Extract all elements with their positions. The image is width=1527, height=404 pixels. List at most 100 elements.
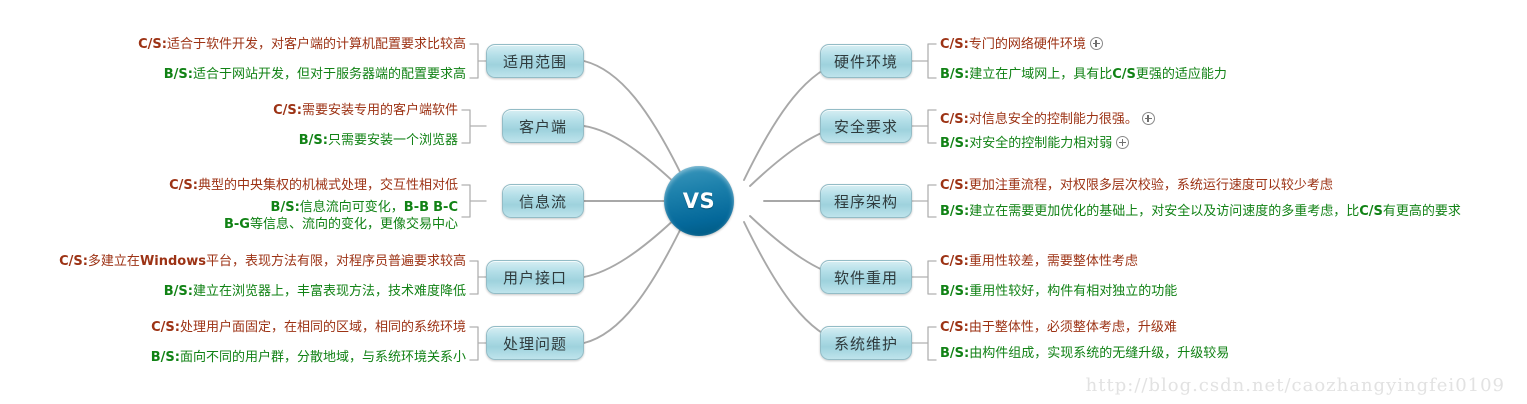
branch-node-scope[interactable]: 适用范围 (486, 44, 584, 78)
leaf-body: 只需要安装一个浏览器 (327, 133, 458, 148)
branch-label-problem: 处理问题 (502, 334, 567, 353)
leaf-tag: C/S: (940, 254, 969, 269)
bracket-right-hardware (911, 43, 937, 79)
bracket-left-scope (469, 43, 487, 79)
branch-label-reuse: 软件重用 (833, 268, 898, 287)
branch-node-problem[interactable]: 处理问题 (486, 326, 584, 360)
branch-node-reuse[interactable]: 软件重用 (820, 260, 912, 294)
expand-plus-icon[interactable] (1141, 112, 1155, 125)
branch-label-infoflow: 信息流 (518, 192, 567, 211)
leaf-line: C/S:处理用户面固定，在相同的区域，相同的系统环境 (151, 319, 466, 336)
watermark-text: http://blog.csdn.net/caozhangyingfei0109 (1085, 375, 1505, 396)
leaf-body: 对信息安全的控制能力很强。 (968, 112, 1138, 127)
branch-label-maintenance: 系统维护 (833, 334, 898, 353)
leaf-line: C/S:专门的网络硬件环境 (940, 36, 1103, 53)
leaf-ui-cs[interactable]: C/S:多建立在Windows平台，表现方法有限，对程序员普遍要求较高 (59, 253, 466, 270)
wire-left-ui (583, 215, 679, 278)
branch-label-ui: 用户接口 (502, 268, 567, 287)
wire-left-client (583, 125, 679, 187)
leaf-body: 处理用户面固定，在相同的区域，相同的系统环境 (179, 320, 466, 335)
leaf-body: 更加注重流程，对权限多层次校验，系统运行速度可以较少考虑 (968, 178, 1333, 193)
leaf-tag: B/S: (940, 67, 970, 82)
branch-node-client[interactable]: 客户端 (502, 109, 584, 143)
leaf-line: B/S:适合于网站开发，但对于服务器端的配置要求高 (164, 66, 466, 83)
leaf-line: B-G等信息、流向的变化，更像交易中心 (224, 216, 458, 233)
leaf-hardware-cs[interactable]: C/S:专门的网络硬件环境 (940, 36, 1103, 53)
leaf-body: 建立在广域网上，具有比C/S更强的适应能力 (969, 67, 1227, 82)
leaf-tag: C/S: (169, 178, 198, 193)
leaf-body: 专门的网络硬件环境 (968, 37, 1086, 52)
leaf-reuse-bs[interactable]: B/S:重用性较好，构件有相对独立的功能 (940, 283, 1177, 300)
bracket-right-reuse (911, 260, 937, 295)
leaf-body: 建立在浏览器上，丰富表现方法，技术难度降低 (192, 284, 466, 299)
leaf-tag: B/S: (940, 284, 970, 299)
leaf-reuse-cs[interactable]: C/S:重用性较差，需要整体性考虑 (940, 253, 1138, 270)
leaf-tag: B/S: (150, 350, 180, 365)
leaf-body: 重用性较差，需要整体性考虑 (968, 254, 1138, 269)
leaf-line: C/S:需要安装专用的客户端软件 (273, 102, 458, 119)
leaf-line: B/S:重用性较好，构件有相对独立的功能 (940, 283, 1177, 300)
leaf-tag: B/S: (270, 200, 300, 215)
expand-plus-icon[interactable] (1116, 136, 1130, 149)
leaf-body: 典型的中央集权的机械式处理，交互性相对低 (197, 178, 458, 193)
leaf-scope-cs[interactable]: C/S:适合于软件开发，对客户端的计算机配置要求比较高 (138, 36, 466, 53)
leaf-tag: C/S: (151, 320, 180, 335)
leaf-client-bs[interactable]: B/S:只需要安装一个浏览器 (299, 132, 458, 149)
leaf-body: 适合于软件开发，对客户端的计算机配置要求比较高 (166, 37, 466, 52)
branch-label-scope: 适用范围 (502, 52, 567, 71)
leaf-body: 对安全的控制能力相对弱 (969, 136, 1113, 151)
bracket-right-architecture (911, 184, 937, 218)
leaf-line: B/S:建立在浏览器上，丰富表现方法，技术难度降低 (164, 283, 466, 300)
leaf-tag: C/S: (59, 254, 88, 269)
branch-label-architecture: 程序架构 (833, 192, 898, 211)
leaf-line: C/S:更加注重流程，对权限多层次校验，系统运行速度可以较少考虑 (940, 177, 1333, 194)
bracket-left-problem (469, 326, 487, 361)
branch-node-maintenance[interactable]: 系统维护 (820, 326, 912, 360)
center-node-label: VS (682, 189, 716, 213)
leaf-maintenance-bs[interactable]: B/S:由构件组成，实现系统的无缝升级，升级较易 (940, 345, 1229, 362)
branch-label-hardware: 硬件环境 (833, 52, 898, 71)
leaf-tag: C/S: (940, 37, 969, 52)
leaf-line: B/S:只需要安装一个浏览器 (299, 132, 458, 149)
leaf-architecture-bs[interactable]: B/S:建立在需要更加优化的基础上，对安全以及访问速度的多重考虑，比C/S有更高… (940, 203, 1461, 220)
center-node-vs[interactable]: VS (664, 166, 734, 236)
leaf-body: 需要安装专用的客户端软件 (301, 103, 458, 118)
leaf-tag: C/S: (940, 112, 969, 127)
leaf-scope-bs[interactable]: B/S:适合于网站开发，但对于服务器端的配置要求高 (164, 66, 466, 83)
leaf-line: B/S:由构件组成，实现系统的无缝升级，升级较易 (940, 345, 1229, 362)
leaf-body: 重用性较好，构件有相对独立的功能 (969, 284, 1178, 299)
leaf-architecture-cs[interactable]: C/S:更加注重流程，对权限多层次校验，系统运行速度可以较少考虑 (940, 177, 1333, 194)
wire-left-scope (583, 60, 685, 181)
leaf-tag: B/S: (940, 136, 970, 151)
leaf-security-cs[interactable]: C/S:对信息安全的控制能力很强。 (940, 111, 1155, 128)
branch-node-ui[interactable]: 用户接口 (486, 260, 584, 294)
leaf-line: B/S:信息流向可变化，B-B B-C (224, 199, 458, 216)
leaf-problem-cs[interactable]: C/S:处理用户面固定，在相同的区域，相同的系统环境 (151, 319, 466, 336)
leaf-maintenance-cs[interactable]: C/S:由于整体性，必须整体考虑，升级难 (940, 319, 1177, 336)
leaf-body: 由构件组成，实现系统的无缝升级，升级较易 (969, 346, 1230, 361)
leaf-body: 由于整体性，必须整体考虑，升级难 (968, 320, 1177, 335)
leaf-problem-bs[interactable]: B/S:面向不同的用户群，分散地域，与系统环境关系小 (151, 349, 466, 366)
leaf-tag: B/S: (163, 284, 193, 299)
branch-node-security[interactable]: 安全要求 (820, 109, 912, 143)
expand-plus-icon[interactable] (1089, 37, 1103, 50)
leaf-body: B-G等信息、流向的变化，更像交易中心 (224, 217, 458, 232)
leaf-client-cs[interactable]: C/S:需要安装专用的客户端软件 (273, 102, 458, 119)
branch-node-hardware[interactable]: 硬件环境 (820, 44, 912, 78)
leaf-body: 面向不同的用户群，分散地域，与系统环境关系小 (179, 350, 466, 365)
wire-left-problem (583, 221, 685, 344)
leaf-infoflow-cs[interactable]: C/S:典型的中央集权的机械式处理，交互性相对低 (169, 177, 458, 194)
bracket-right-security (911, 109, 937, 144)
leaf-ui-bs[interactable]: B/S:建立在浏览器上，丰富表现方法，技术难度降低 (164, 283, 466, 300)
branch-label-client: 客户端 (518, 117, 567, 136)
leaf-hardware-bs[interactable]: B/S:建立在广域网上，具有比C/S更强的适应能力 (940, 66, 1227, 83)
bracket-left-client (461, 109, 487, 144)
leaf-tag: B/S: (940, 346, 970, 361)
leaf-tag: C/S: (138, 37, 167, 52)
leaf-security-bs[interactable]: B/S:对安全的控制能力相对弱 (940, 135, 1130, 152)
branch-node-infoflow[interactable]: 信息流 (502, 184, 584, 218)
leaf-line: B/S:建立在需要更加优化的基础上，对安全以及访问速度的多重考虑，比C/S有更高… (940, 203, 1461, 220)
branch-node-architecture[interactable]: 程序架构 (820, 184, 912, 218)
leaf-body: 建立在需要更加优化的基础上，对安全以及访问速度的多重考虑，比C/S有更高的要求 (969, 204, 1461, 219)
